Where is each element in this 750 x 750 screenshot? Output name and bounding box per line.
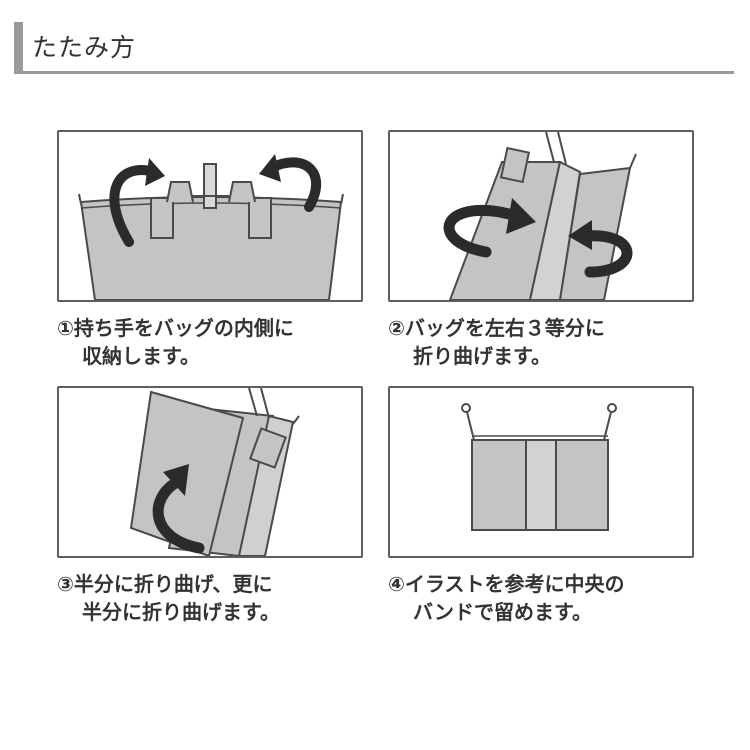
step-3-illustration <box>57 386 363 558</box>
step-1-caption: ①持ち手をバッグの内側に 収納します。 <box>57 314 377 370</box>
header-accent-bar <box>14 22 23 71</box>
section-header: たたみ方 <box>14 22 734 74</box>
fold-arrow-icon <box>152 464 205 554</box>
step-1-drawing <box>78 154 344 300</box>
fold-arrow-icon <box>259 154 322 212</box>
step-2-text-line2: 折り曲げます。 <box>413 344 551 368</box>
fold-arrow-icon <box>568 220 633 278</box>
fold-arrow-icon <box>443 198 536 258</box>
step-2-caption: ②バッグを左右３等分に 折り曲げます。 <box>388 314 708 370</box>
step-3-text-line2: 半分に折り曲げます。 <box>82 600 280 624</box>
step-1-illustration <box>57 130 363 302</box>
page-title: たたみ方 <box>32 33 137 62</box>
step-3-text-line1: ③半分に折り曲げ、更に <box>57 572 273 596</box>
step-4-drawing <box>461 403 617 531</box>
fold-arrow-icon <box>109 158 165 247</box>
step-4-caption: ④イラストを参考に中央の バンドで留めます。 <box>388 570 708 626</box>
step-3-caption: ③半分に折り曲げ、更に 半分に折り曲げます。 <box>57 570 377 626</box>
step-4-text-line1: ④イラストを参考に中央の <box>388 572 625 596</box>
step-2-illustration <box>388 130 694 302</box>
step-1-text-line1: ①持ち手をバッグの内側に <box>57 316 294 340</box>
step-1-text-line2: 収納します。 <box>82 344 200 368</box>
step-2-text-line1: ②バッグを左右３等分に <box>388 316 605 340</box>
step-2-drawing <box>443 132 637 300</box>
step-4-text-line2: バンドで留めます。 <box>413 600 592 624</box>
step-4-illustration <box>388 386 694 558</box>
step-3-drawing <box>129 388 300 556</box>
